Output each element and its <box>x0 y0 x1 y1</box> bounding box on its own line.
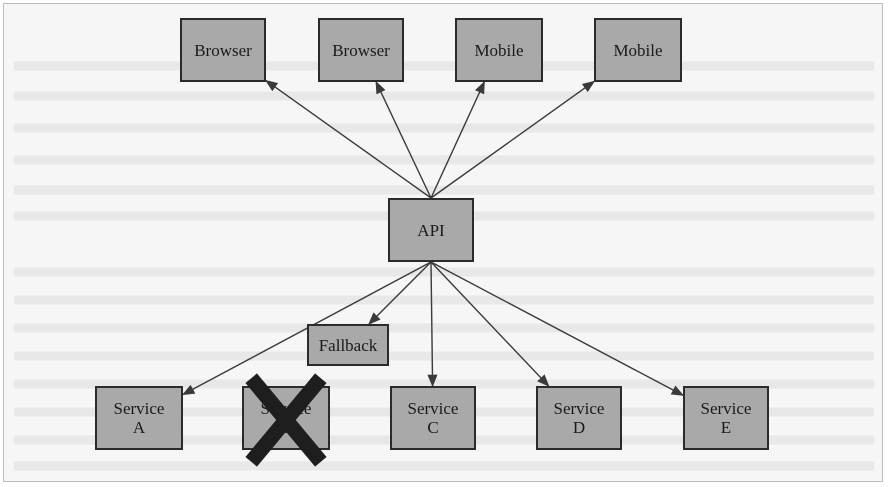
edge-api-to-fallback <box>368 261 432 325</box>
service-c-label: Service C <box>407 399 459 437</box>
service-d-label: Service D <box>553 399 605 437</box>
service-a-label: Service A <box>113 399 165 437</box>
mobile-node-2: Mobile <box>594 18 682 82</box>
mobile-node-1: Mobile <box>455 18 543 82</box>
service-a-node: Service A <box>95 386 183 450</box>
edge-api-to-serviceD <box>430 261 550 387</box>
browser-node-1: Browser <box>180 18 266 82</box>
service-e-label: Service E <box>700 399 752 437</box>
fallback-node: Fallback <box>307 324 389 366</box>
service-c-node: Service C <box>390 386 476 450</box>
mobile-node-1-label: Mobile <box>474 40 524 60</box>
browser-node-1-label: Browser <box>194 40 252 60</box>
edge-api-to-serviceC <box>427 261 438 388</box>
edge-api-to-browser1 <box>264 79 432 199</box>
api-node: API <box>388 198 474 262</box>
browser-node-2-label: Browser <box>332 40 390 60</box>
api-node-label: API <box>417 220 445 240</box>
service-d-node: Service D <box>536 386 622 450</box>
fallback-node-label: Fallback <box>318 335 378 355</box>
edge-api-to-serviceE <box>430 261 685 396</box>
mobile-node-2-label: Mobile <box>613 40 663 60</box>
edge-api-to-mobile2 <box>430 80 596 199</box>
service-e-node: Service E <box>683 386 769 450</box>
edge-api-to-mobile1 <box>430 80 485 199</box>
edge-api-to-browser2 <box>375 80 432 199</box>
browser-node-2: Browser <box>318 18 404 82</box>
